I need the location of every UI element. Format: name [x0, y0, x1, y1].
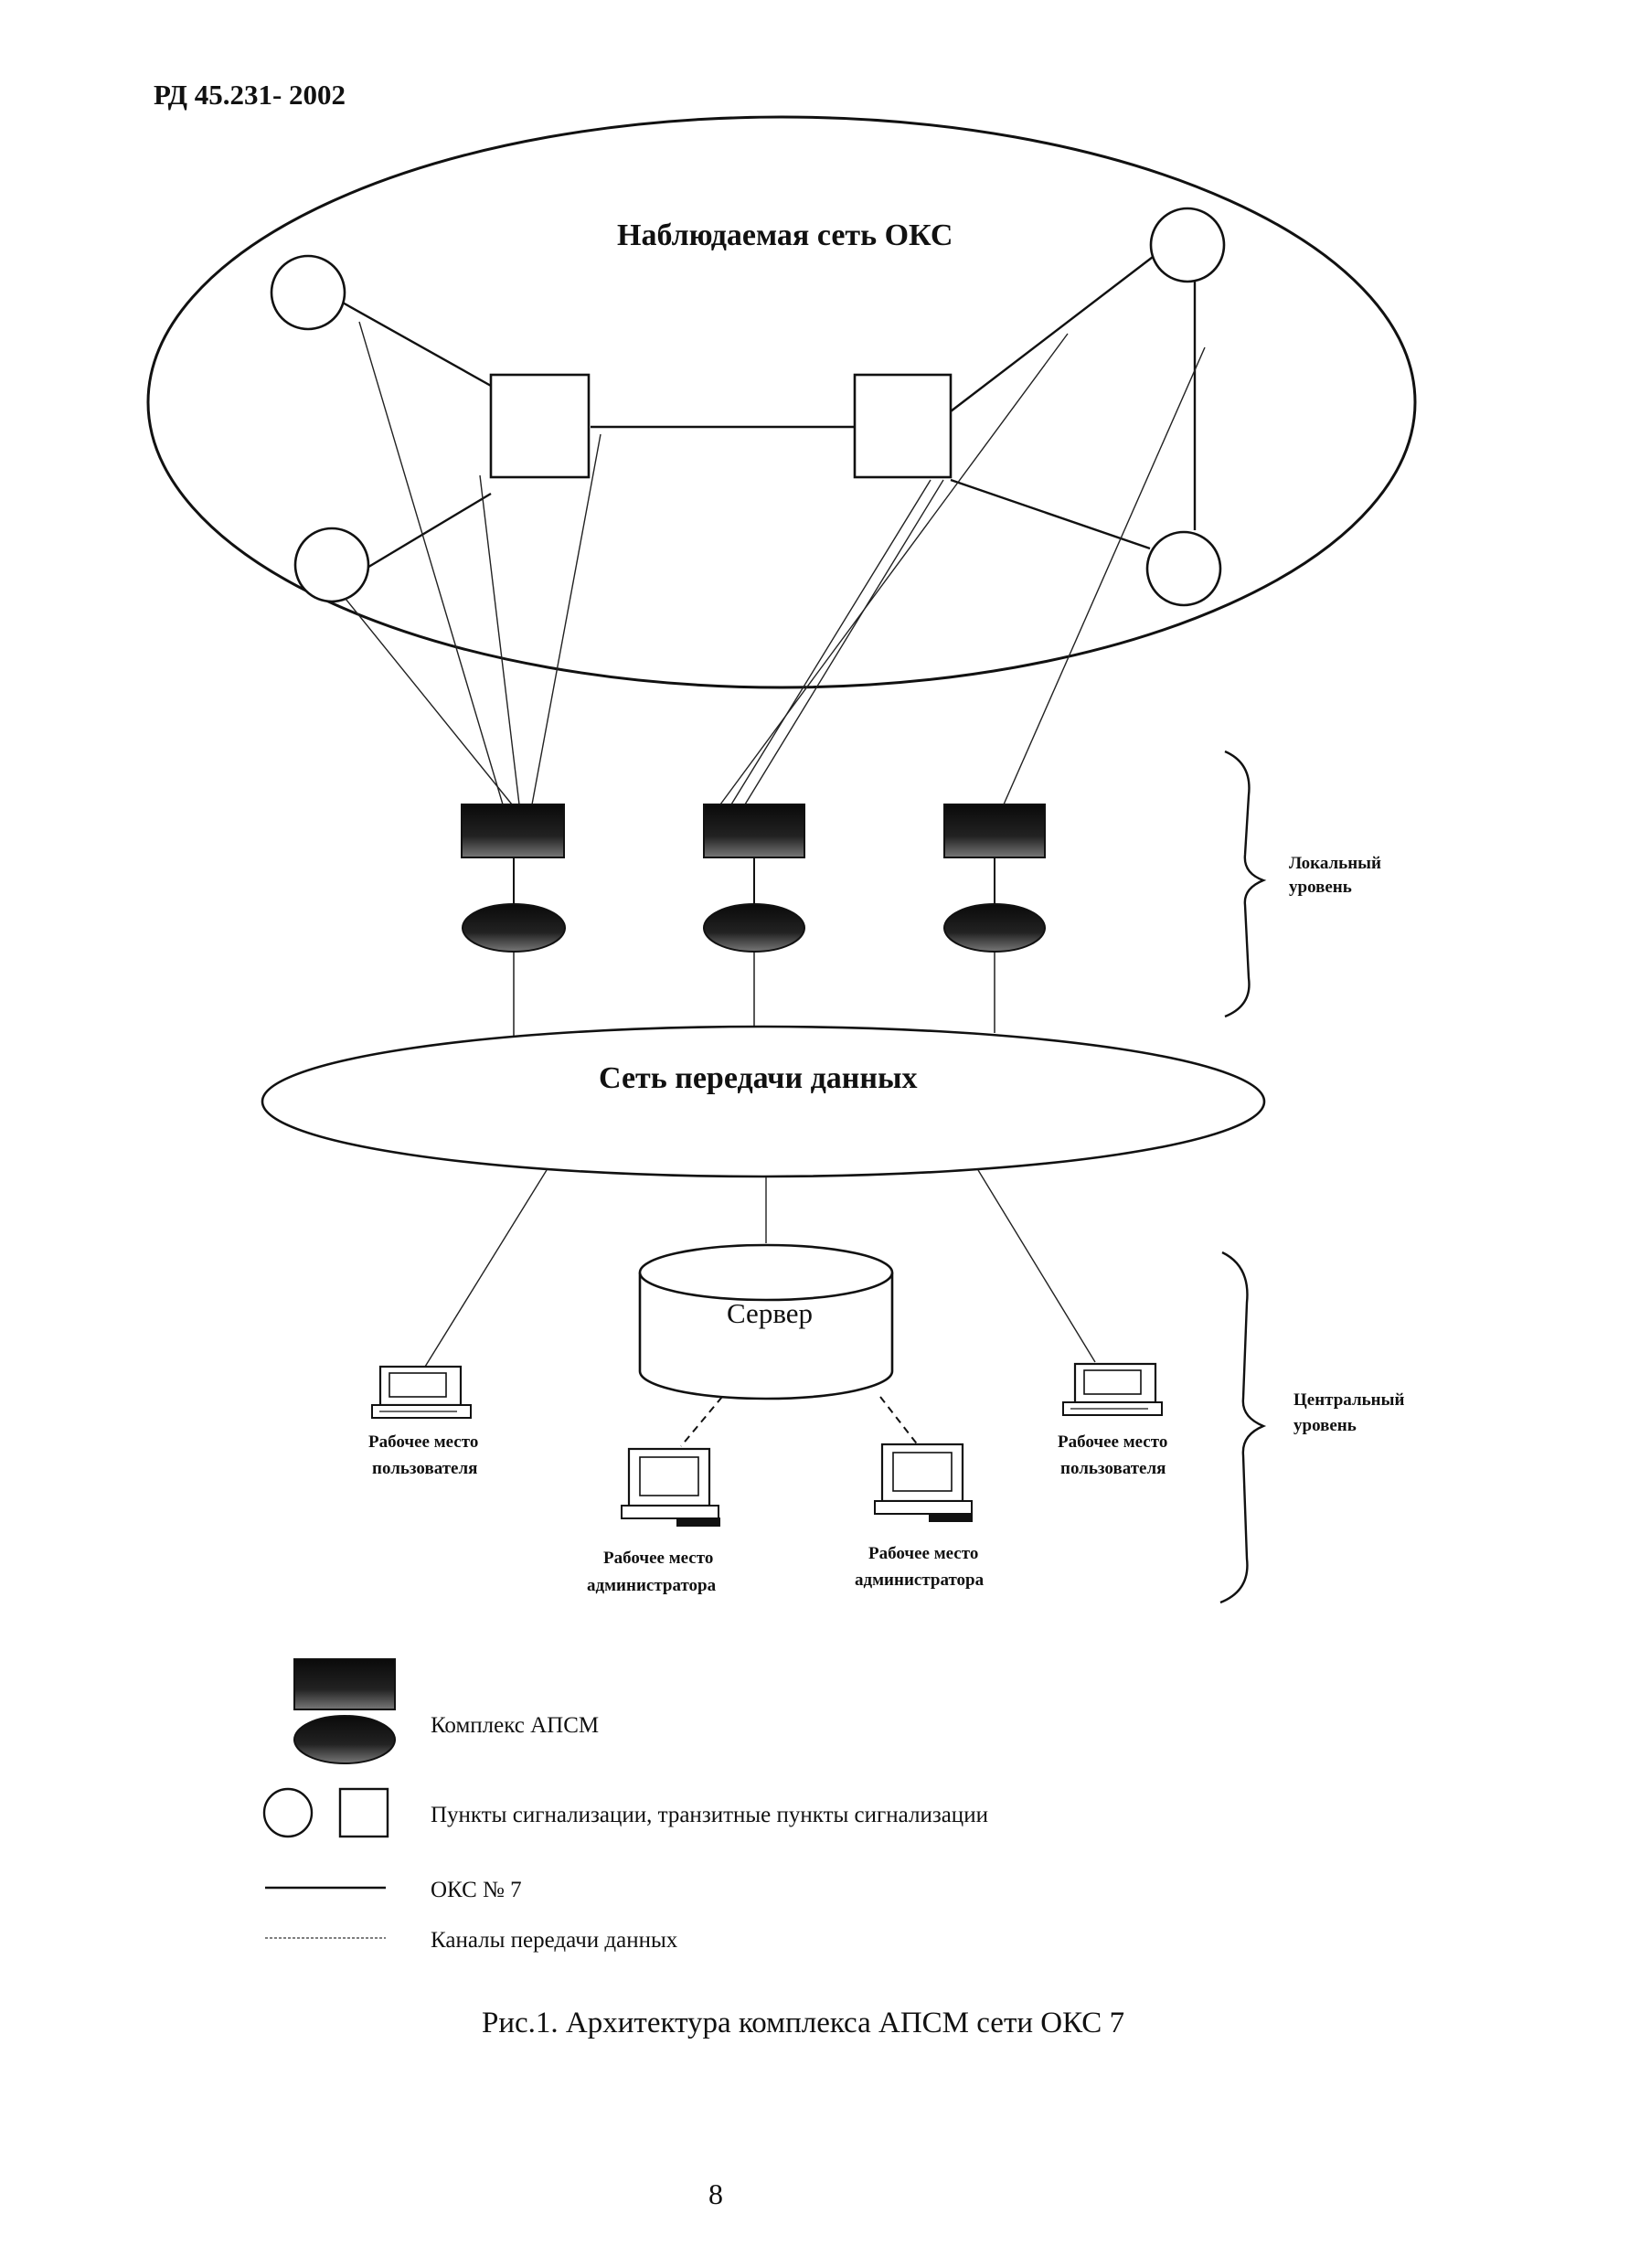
local-level-label-line2: уровень [1289, 878, 1352, 897]
user-workstation-left-label-1: Рабочее место [368, 1432, 478, 1452]
legend-oks7-label: ОКС № 7 [431, 1878, 522, 1902]
apsm-storage [462, 903, 566, 953]
figure-caption: Рис.1. Архитектура комплекса АПСМ сети О… [482, 2007, 1125, 2039]
user-workstation-right: Рабочее место пользователя [1058, 1362, 1167, 1478]
local-level-brace [1224, 750, 1267, 1018]
admin-workstation-right-label-2: администратора [855, 1571, 985, 1590]
data-network-ellipse [261, 1025, 1266, 1178]
admin-links [680, 1396, 920, 1447]
signaling-point [270, 254, 346, 331]
user-workstation-left-label-2: пользователя [372, 1459, 477, 1478]
central-level-label-line1: Центральный [1293, 1390, 1404, 1410]
signaling-point [293, 527, 370, 603]
document-code: РД 45.231- 2002 [154, 79, 346, 111]
admin-workstation-left-label-2: администратора [587, 1576, 717, 1595]
page-number: 8 [708, 2177, 723, 2210]
admin-workstation-left-label-1: Рабочее место [603, 1549, 713, 1568]
legend-apsm-storage [293, 1715, 396, 1764]
data-channel-lines [345, 321, 1206, 805]
apsm-storage [943, 903, 1046, 953]
apsm-complex-3 [943, 804, 1046, 1033]
admin-workstation-right-label-1: Рабочее место [868, 1544, 978, 1563]
server: Сервер [638, 1243, 894, 1400]
user-workstation-right-label-1: Рабочее место [1058, 1432, 1167, 1452]
oks7-links [340, 253, 1197, 573]
legend-circle-icon [262, 1787, 314, 1838]
transit-signaling-point [489, 373, 591, 479]
server-label: Сервер [727, 1297, 813, 1329]
observed-network-label: Наблюдаемая сеть ОКС [617, 218, 953, 252]
user-workstation-right-label-2: пользователя [1060, 1459, 1166, 1478]
observed-network-ellipse [146, 115, 1417, 689]
apsm-complex-1 [461, 804, 566, 1070]
central-level-brace [1219, 1251, 1267, 1604]
legend-apsm-label: Комплекс АПСМ [431, 1713, 599, 1738]
apsm-storage [703, 903, 805, 953]
transit-signaling-point [853, 373, 953, 479]
local-level-label-line1: Локальный [1289, 854, 1381, 873]
legend-data-channel-label: Каналы передачи данных [431, 1928, 678, 1953]
apsm-complex-2 [703, 804, 805, 1031]
signaling-point [1145, 530, 1222, 607]
user-workstation-left: Рабочее место пользователя [368, 1365, 478, 1478]
legend-points-label: Пункты сигнализации, транзитные пункты с… [431, 1803, 988, 1827]
central-links [424, 1169, 1096, 1368]
apsm-monitor [703, 804, 805, 858]
signaling-point [1149, 207, 1226, 283]
central-level-label-line2: уровень [1293, 1416, 1357, 1435]
legend: Комплекс АПСМ Пункты сигнализации, транз… [262, 1658, 988, 1953]
data-network-label: Сеть передачи данных [599, 1061, 918, 1095]
admin-workstation-left: Рабочее место администратора [587, 1447, 720, 1595]
admin-workstation-right: Рабочее место администратора [855, 1443, 985, 1590]
legend-square-icon [338, 1787, 389, 1838]
apsm-monitor [943, 804, 1046, 858]
legend-apsm-monitor [293, 1658, 396, 1710]
apsm-monitor [461, 804, 565, 858]
